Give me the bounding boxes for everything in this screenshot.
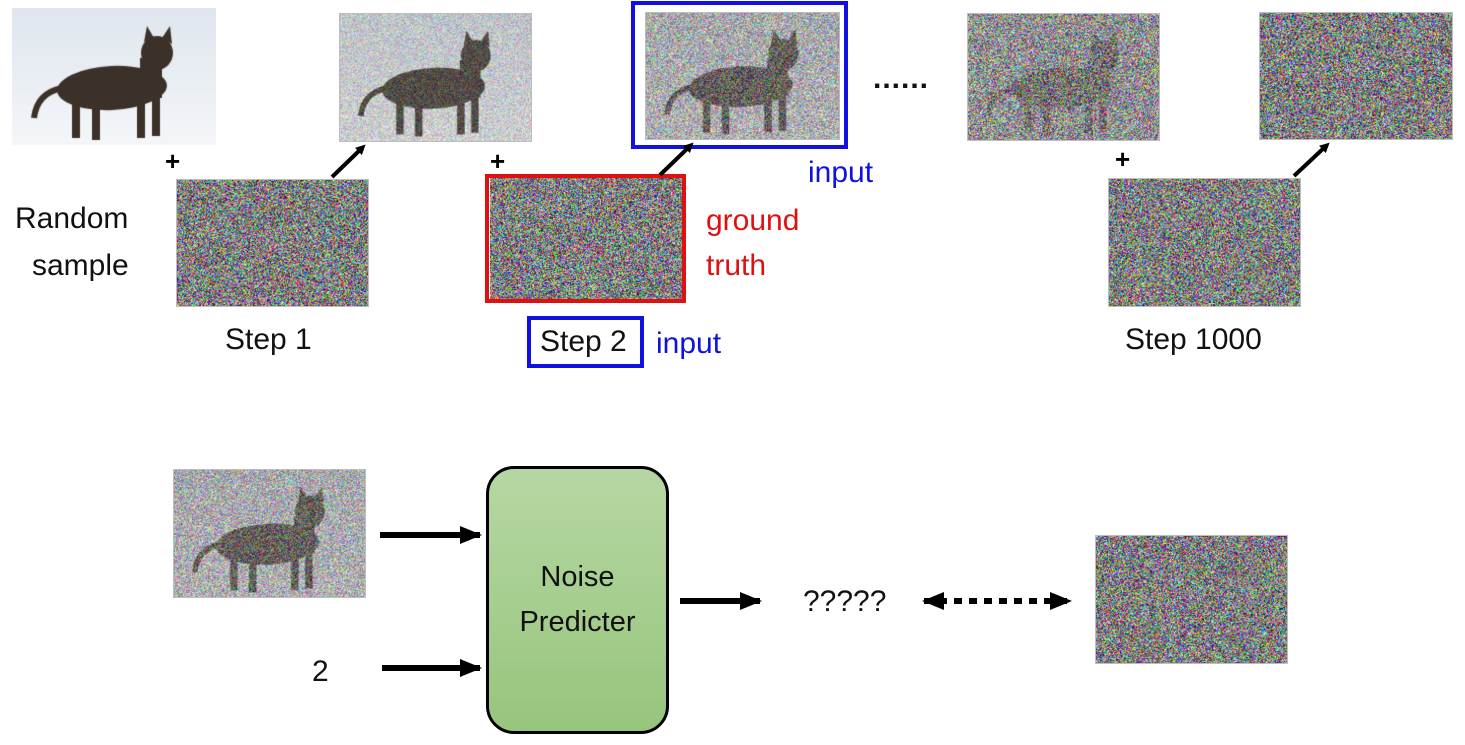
ground-truth-label-line2: truth [706, 249, 766, 283]
input-label-step2: input [656, 327, 721, 361]
plus-sign-1: + [165, 148, 180, 174]
add-arrow-step2 [660, 146, 690, 175]
ground-truth-label-line1: ground [706, 204, 799, 238]
input-label-top: input [808, 156, 873, 190]
step1-label: Step 1 [225, 323, 312, 357]
step2-label: Step 2 [540, 325, 627, 359]
ground-truth-frame [487, 176, 684, 301]
predictor-label-line1: Noise [519, 555, 635, 600]
add-arrow-step1000 [1294, 146, 1326, 176]
random-sample-label-line1: Random [15, 202, 128, 236]
step1000-label: Step 1000 [1125, 323, 1262, 357]
step-number-input: 2 [312, 655, 329, 689]
plus-sign-3: + [1115, 146, 1130, 172]
plus-sign-2: + [490, 148, 505, 174]
ellipsis: ...... [873, 62, 929, 96]
random-sample-label-line2: sample [32, 249, 129, 283]
predictor-label-line2: Predicter [519, 600, 635, 645]
add-arrow-step1 [332, 148, 362, 177]
input-highlight-frame [633, 3, 846, 147]
unknown-output-label: ????? [803, 585, 886, 619]
noise-predictor-block: Noise Predicter [486, 466, 669, 734]
